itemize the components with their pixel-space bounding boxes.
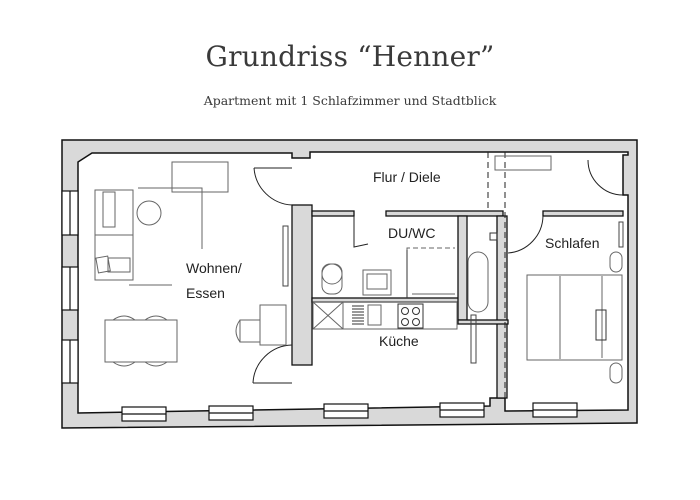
room-labels: Wohnen/ Essen Flur / Diele DU/WC Küche S… <box>186 169 599 349</box>
cooktop <box>397 303 424 329</box>
toilet <box>321 263 343 285</box>
coffee-table <box>136 200 162 226</box>
interior-walls <box>291 204 624 399</box>
bottom-windows <box>121 402 578 422</box>
doors <box>252 152 624 398</box>
kitchen-counter <box>312 301 458 330</box>
label-essen: Essen <box>186 285 225 301</box>
page-title: Grundriss “Henner” <box>205 40 495 73</box>
label-flur: Flur / Diele <box>373 169 441 185</box>
sink <box>362 269 392 296</box>
page-subtitle: Apartment mit 1 Schlafzimmer und Stadtbl… <box>203 93 497 108</box>
label-kueche: Küche <box>379 333 419 349</box>
outer-walls <box>61 139 638 429</box>
label-duwc: DU/WC <box>388 225 435 241</box>
bathtub <box>467 251 489 313</box>
dining-table <box>104 319 178 363</box>
furniture <box>94 155 624 384</box>
bed <box>526 274 623 361</box>
left-windows <box>61 190 79 384</box>
label-schlafen: Schlafen <box>545 235 599 251</box>
label-wohnen: Wohnen/ <box>186 260 242 276</box>
desk <box>259 304 287 346</box>
